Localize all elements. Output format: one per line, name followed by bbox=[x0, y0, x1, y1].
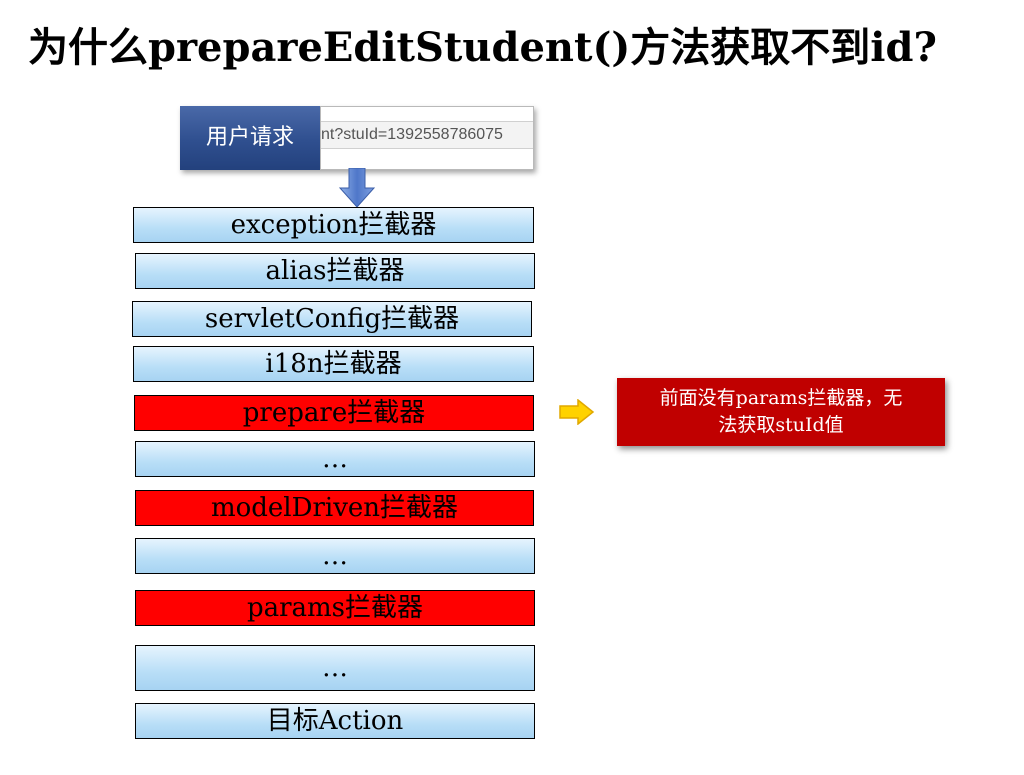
interceptor-box: modelDriven拦截器 bbox=[135, 490, 534, 526]
user-request-bar: 用户请求 nt?stuId=1392558786075 bbox=[180, 106, 534, 170]
slide-title: 为什么prepareEditStudent()方法获取不到id? bbox=[28, 24, 937, 71]
request-url-panel: nt?stuId=1392558786075 bbox=[320, 106, 534, 170]
interceptor-box: … bbox=[135, 645, 535, 691]
interceptor-box: params拦截器 bbox=[135, 590, 535, 626]
interceptor-box: 目标Action bbox=[135, 703, 535, 739]
callout-line-1: 前面没有params拦截器，无 bbox=[659, 387, 903, 409]
user-request-label: 用户请求 bbox=[180, 106, 320, 170]
down-arrow-icon bbox=[338, 168, 376, 208]
interceptor-box: exception拦截器 bbox=[133, 207, 534, 243]
interceptor-box: prepare拦截器 bbox=[134, 395, 534, 431]
interceptor-box: servletConfig拦截器 bbox=[132, 301, 532, 337]
request-url-text: nt?stuId=1392558786075 bbox=[321, 121, 533, 149]
callout-line-2: 法获取stuId值 bbox=[718, 414, 844, 436]
interceptor-box: … bbox=[135, 538, 535, 574]
interceptor-box: i18n拦截器 bbox=[133, 346, 534, 382]
interceptor-box: alias拦截器 bbox=[135, 253, 535, 289]
right-arrow-icon bbox=[559, 399, 595, 425]
interceptor-box: … bbox=[135, 441, 535, 477]
explanation-callout: 前面没有params拦截器，无 法获取stuId值 bbox=[617, 378, 945, 446]
